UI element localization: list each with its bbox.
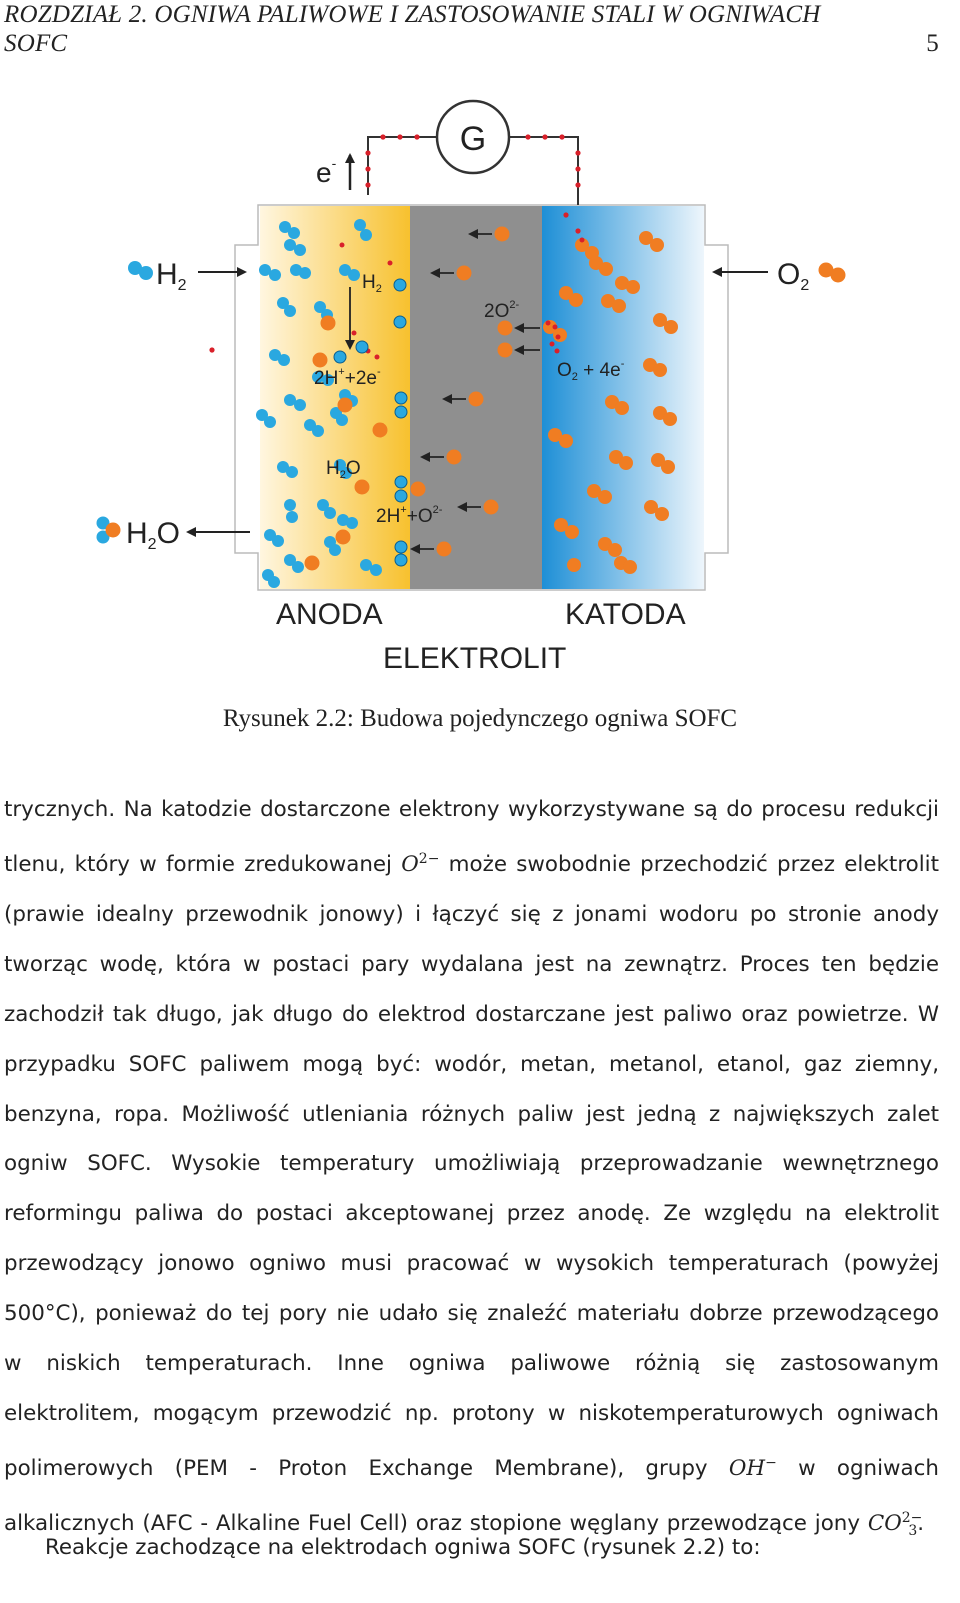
- running-header: ROZDZIAŁ 2. OGNIWA PALIWOWE I ZASTOSOWAN…: [4, 0, 939, 58]
- cathode-electrons: [545, 237, 585, 354]
- header-chapter-title: ROZDZIAŁ 2. OGNIWA PALIWOWE I ZASTOSOWAN…: [4, 1, 821, 28]
- body-text: trycznych. Na katodzie dostarczone elekt…: [4, 785, 939, 1557]
- wire-electrons: [209, 134, 581, 353]
- anode-protons: [333, 278, 408, 567]
- cathode-label: KATODA: [565, 598, 686, 631]
- cathode-reaction: O2 + 4e-: [557, 358, 625, 383]
- anode-hydrogen-molecules: [256, 219, 382, 588]
- page-number: 5: [926, 30, 939, 57]
- carbonate-formula: CO2−3: [867, 1509, 923, 1540]
- anode-electrons: [339, 242, 393, 360]
- electrolyte-2o-label: 2O2-: [484, 299, 519, 322]
- electrolyte-oxide-ions: [410, 226, 513, 557]
- anode-h2-label: H2: [362, 272, 382, 295]
- paragraph: trycznych. Na katodzie dostarczone elekt…: [4, 797, 939, 1540]
- h2-input-label: H2: [156, 258, 187, 294]
- galvanometer-label: G: [460, 120, 486, 158]
- anode-label: ANODA: [276, 598, 383, 631]
- sofc-cell-diagram: G e- H2 O2 H2O: [96, 99, 846, 675]
- electrolyte-label: ELEKTROLIT: [383, 642, 566, 675]
- anode-oxygen-atoms: [304, 315, 388, 571]
- oxide-ion-formula: O2−: [401, 850, 440, 878]
- cathode-layer: [542, 206, 704, 589]
- hydroxide-formula: OH−: [728, 1454, 777, 1482]
- header-chapter-title-cont: SOFC: [4, 30, 68, 57]
- electron-label: e-: [316, 155, 337, 188]
- reactions-intro: Reakcje zachodzące na elektrodach ogniwa…: [45, 1535, 761, 1560]
- anode-reaction-1: 2H++2e-: [314, 366, 381, 389]
- anode-layer: [260, 206, 410, 589]
- cathode-oxygen-molecules: [543, 231, 678, 574]
- anode-reaction-2: 2H++O2-: [376, 504, 443, 527]
- figure-caption: Rysunek 2.2: Budowa pojedynczego ogniwa …: [222, 705, 738, 732]
- h2o-output-label: H2O: [126, 517, 180, 553]
- galvanometer: [435, 99, 511, 175]
- anode-h2o-label: H2O: [326, 458, 361, 481]
- o2-input-label: O2: [777, 258, 809, 294]
- electrolyte-ion-arrows: [410, 229, 540, 554]
